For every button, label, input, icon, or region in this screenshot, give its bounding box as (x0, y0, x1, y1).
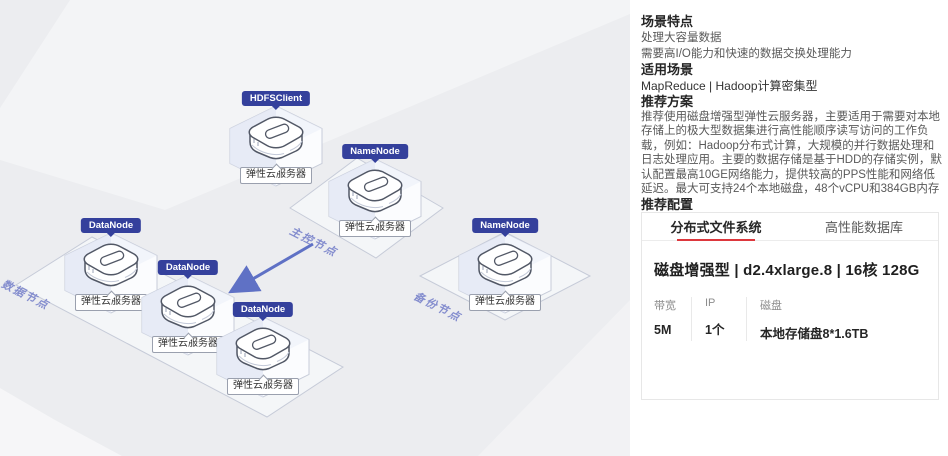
spec-header: 磁盘 (760, 300, 782, 313)
recommendation-body: 推荐使用磁盘增强型弹性云服务器，主要适用于需要对本地存储上的极大型数据集进行高性… (641, 110, 942, 196)
column-divider (691, 297, 692, 342)
node-label: 弹性云服务器 (339, 220, 411, 237)
spec-value: 1个 (705, 323, 725, 338)
background-decor (0, 0, 630, 456)
config-card: 分布式文件系统 高性能数据库 磁盘增强型 | d2.4xlarge.8 | 16… (641, 212, 939, 401)
tab-distributed-file-system[interactable]: 分布式文件系统 (642, 213, 790, 242)
spec-col-disk: 磁盘 本地存储盘8*1.6TB (760, 297, 868, 342)
node-label: 弹性云服务器 (240, 167, 312, 184)
node-datanode-2: DataNode 弹性云服务器 (133, 260, 243, 364)
node-label: 弹性云服务器 (152, 336, 224, 353)
section-title-applicable: 适用场景 (641, 61, 694, 77)
node-badge: HDFSClient (241, 91, 311, 112)
applicable-value: MapReduce | Hadoop计算密集型 (641, 79, 818, 94)
spec-columns: 带宽 5M IP 1个 磁盘 本地存储盘8*1.6TB (654, 297, 926, 342)
node-namenode-master: NameNode 弹性云服务器 (320, 144, 430, 248)
node-datanode-1: DataNode 弹性云服务器 (56, 218, 166, 322)
node-label: 弹性云服务器 (227, 378, 299, 395)
column-divider (746, 297, 747, 342)
info-panel: 场景特点 处理大容量数据 需要高I/O能力和快速的数据交换处理能力 适用场景 M… (630, 0, 948, 456)
master-to-datanode-arrow (228, 242, 314, 294)
spec-value: 5M (654, 323, 672, 338)
node-badge: DataNode (232, 302, 294, 323)
spec-col-ip: IP 1个 (705, 297, 746, 342)
section-title-scenario: 场景特点 (641, 14, 694, 29)
node-label: 弹性云服务器 (75, 294, 147, 311)
node-namenode-backup: NameNode 弹性云服务器 (450, 218, 560, 322)
config-tabs: 分布式文件系统 高性能数据库 (642, 213, 938, 242)
node-badge: NameNode (342, 144, 408, 165)
tab-high-performance-database[interactable]: 高性能数据库 (824, 220, 903, 236)
node-hdfs-client: HDFSClient 弹性云服务器 (221, 91, 331, 195)
node-badge: DataNode (157, 260, 219, 281)
spec-header: 带宽 (654, 300, 676, 313)
section-title-config: 推荐配置 (641, 196, 694, 212)
node-badge: DataNode (80, 218, 142, 239)
node-datanode-3: DataNode 弹性云服务器 (208, 302, 318, 406)
spec-value: 本地存储盘8*1.6TB (760, 327, 869, 342)
node-badge: NameNode (472, 218, 538, 239)
spec-header: IP (705, 297, 716, 310)
node-label: 弹性云服务器 (469, 294, 541, 311)
architecture-diagram: 数据节点 主控节点 备份节点 HDFSClient 弹性云服务器 NameNod… (0, 0, 630, 456)
spec-col-bandwidth: 带宽 5M (654, 297, 691, 342)
scenario-line: 处理大容量数据 (641, 31, 722, 44)
section-title-recommendation: 推荐方案 (641, 94, 694, 110)
spec-title: 磁盘增强型 | d2.4xlarge.8 | 16核 128G (654, 262, 920, 280)
scenario-line: 需要高I/O能力和快速的数据交换处理能力 (641, 47, 852, 60)
